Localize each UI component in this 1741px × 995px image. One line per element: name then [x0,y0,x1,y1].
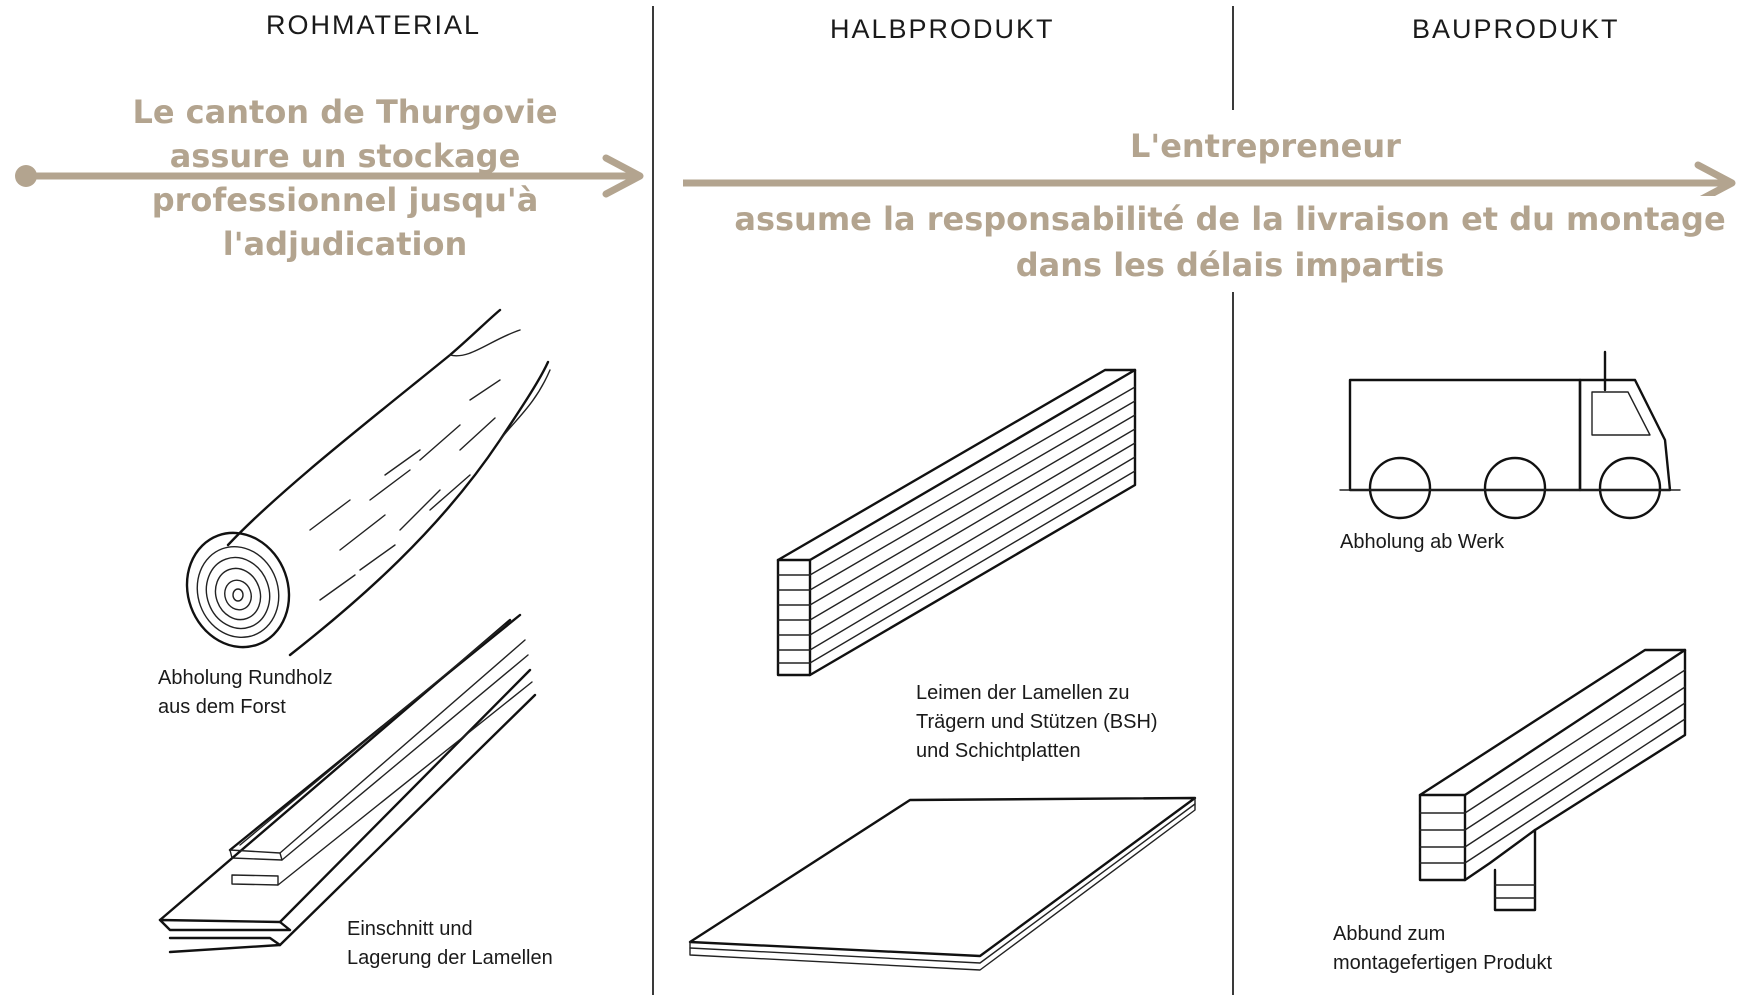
contractor-statement: assume la responsabilité de la livraison… [700,196,1741,288]
caption-log: Abholung Rundholz aus dem Forst [158,667,333,718]
contractor-title: L'entrepreneur [1130,124,1401,168]
assembly-drawing [1418,648,1687,912]
canton-statement: Le canton de Thurgovie assure un stockag… [132,93,558,263]
column-divider-left [652,6,654,995]
column-divider-right-top [1232,6,1234,110]
heading-bauprodukt: BAUPRODUKT [1412,14,1620,44]
column-divider-right-bottom [1232,292,1234,995]
caption-glulam: Leimen der Lamellen zu Trägern und Stütz… [916,682,1158,762]
panel-drawing [688,796,1197,971]
heading-halbprodukt: HALBPRODUKT [830,14,1055,44]
log-drawing [185,308,551,657]
glulam-beam-drawing [776,368,1137,677]
canton-arrow-head [602,154,644,198]
truck-drawing [1339,350,1681,520]
caption-assembly: Abbund zum montagefertigen Produkt [1333,923,1553,974]
lamellas-drawing [158,613,537,954]
heading-rohmaterial: ROHMATERIAL [266,10,482,40]
caption-lamellas: Einschnitt und Lagerung der Lamellen [347,918,553,969]
caption-truck: Abholung ab Werk [1340,531,1505,553]
canton-arrow-start-dot [15,165,37,187]
